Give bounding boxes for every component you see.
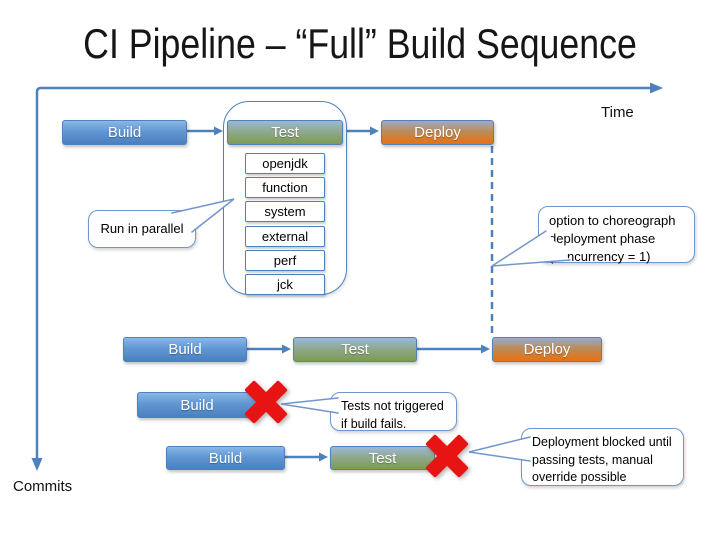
test-suite-perf: perf bbox=[245, 250, 325, 271]
commits-axis-arrowhead bbox=[31, 458, 43, 471]
commits-axis-label: Commits bbox=[13, 478, 73, 495]
test-suite-jck: jck bbox=[245, 274, 325, 295]
page-title: CI Pipeline – “Full” Build Sequence bbox=[83, 20, 637, 67]
row2-build-box: Build bbox=[123, 337, 247, 362]
callout-tests-not-triggered: Tests not triggered if build fails. bbox=[330, 392, 457, 431]
row1-test-box: Test bbox=[227, 120, 343, 145]
row3-build-box: Build bbox=[137, 392, 257, 418]
row4-build-box: Build bbox=[166, 446, 285, 470]
test-failed-x-icon bbox=[424, 433, 470, 479]
test-suite-system: system bbox=[245, 201, 325, 222]
time-axis-arrowhead bbox=[650, 82, 663, 94]
time-axis-line bbox=[35, 86, 650, 460]
callout-deployment-blocked: Deployment blocked until passing tests, … bbox=[521, 428, 684, 486]
test-suite-function: function bbox=[245, 177, 325, 198]
row1-deploy-box: Deploy bbox=[381, 120, 494, 145]
time-axis-label: Time bbox=[601, 104, 634, 121]
test-suite-openjdk: openjdk bbox=[245, 153, 325, 174]
row2-test-box: Test bbox=[293, 337, 417, 362]
row1-build-box: Build bbox=[62, 120, 187, 145]
callout-choreograph: option to choreograph deployment phase (… bbox=[538, 206, 695, 264]
row4-test-box: Test bbox=[330, 446, 435, 470]
callout-run-in-parallel: Run in parallel bbox=[88, 210, 196, 248]
test-suite-external: external bbox=[245, 226, 325, 247]
build-failed-x-icon bbox=[243, 379, 289, 425]
row2-deploy-box: Deploy bbox=[492, 337, 602, 362]
